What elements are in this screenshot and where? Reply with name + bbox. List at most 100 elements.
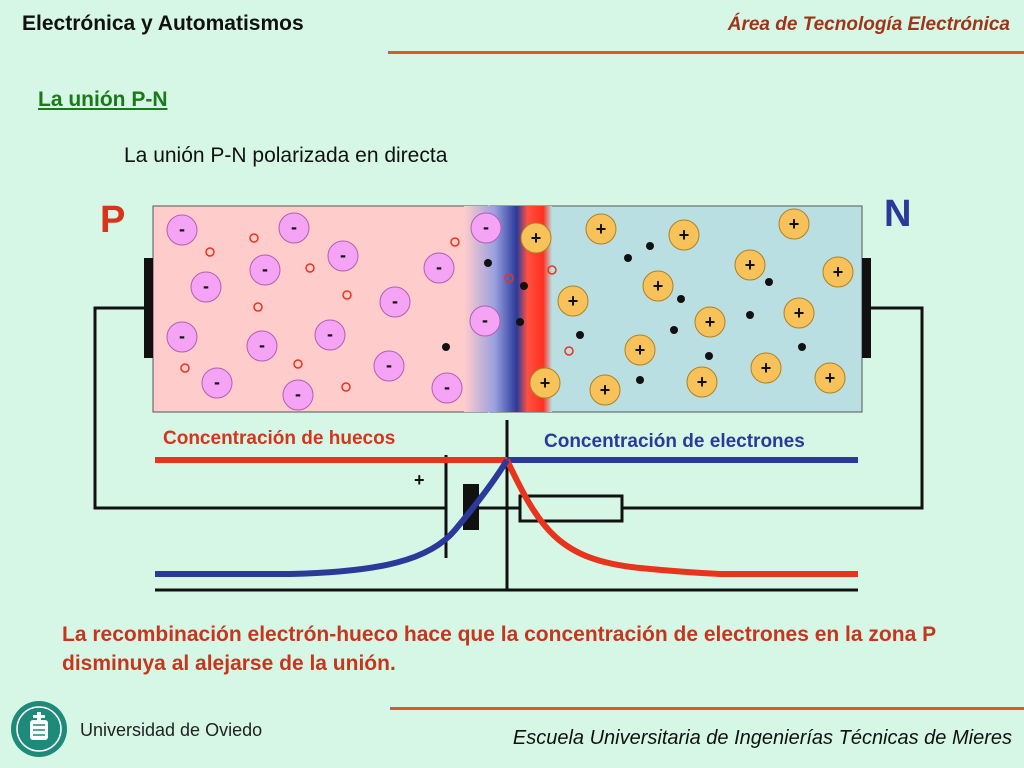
svg-text:+: + — [635, 340, 646, 360]
acceptor-ion: - — [373, 350, 405, 382]
donor-ion: + — [814, 362, 846, 394]
electron — [442, 343, 450, 351]
header-rule — [388, 51, 1024, 54]
hole — [504, 273, 514, 283]
svg-text:-: - — [259, 335, 265, 355]
electron — [765, 278, 773, 286]
acceptor-ion: - — [327, 240, 359, 272]
n-contact — [862, 258, 871, 358]
electron — [677, 295, 685, 303]
donor-ion: + — [585, 213, 617, 245]
svg-text:+: + — [789, 214, 800, 234]
svg-text:+: + — [745, 255, 756, 275]
svg-text:-: - — [179, 219, 185, 239]
resistor-symbol — [518, 494, 624, 523]
electron — [636, 376, 644, 384]
hole — [293, 359, 303, 369]
hole — [180, 363, 190, 373]
conclusion-text: La recombinación electrón-hueco hace que… — [62, 623, 936, 675]
svg-text:+: + — [794, 303, 805, 323]
donor-ion: + — [783, 297, 815, 329]
university-name: Universidad de Oviedo — [80, 720, 263, 740]
svg-text:+: + — [679, 225, 690, 245]
donor-ions: ++++++++++++++++ — [520, 208, 854, 406]
acceptor-ion: - — [431, 372, 463, 404]
svg-text:-: - — [386, 355, 392, 375]
svg-text:-: - — [203, 276, 209, 296]
electron — [576, 331, 584, 339]
donor-ion: + — [529, 367, 561, 399]
donor-ion: + — [694, 306, 726, 338]
acceptor-ion: - — [314, 319, 346, 351]
acceptor-ion: - — [166, 214, 198, 246]
electron — [670, 326, 678, 334]
donor-ion: + — [750, 352, 782, 384]
hole — [205, 247, 215, 257]
donor-ion: + — [520, 222, 552, 254]
svg-text:-: - — [291, 217, 297, 237]
svg-text:-: - — [392, 291, 398, 311]
donor-ion: + — [668, 219, 700, 251]
acceptor-ion: - — [166, 321, 198, 353]
p-label: P — [100, 199, 125, 241]
svg-text:+: + — [531, 228, 542, 248]
svg-text:+: + — [600, 380, 611, 400]
holes-curve-label: Concentración de huecos — [163, 428, 395, 449]
electron — [705, 352, 713, 360]
svg-text:-: - — [340, 245, 346, 265]
electron — [520, 282, 528, 290]
electrons-curve-label: Concentración de electrones — [544, 431, 805, 452]
hole — [564, 346, 574, 356]
svg-text:+: + — [540, 373, 551, 393]
svg-text:-: - — [444, 377, 450, 397]
donor-ion: + — [734, 249, 766, 281]
svg-text:-: - — [214, 372, 220, 392]
svg-text:-: - — [179, 326, 185, 346]
acceptor-ions: ---------------- — [166, 212, 502, 411]
electron — [484, 259, 492, 267]
p-contact — [144, 258, 153, 358]
n-label: N — [884, 193, 911, 235]
donor-ion: + — [642, 270, 674, 302]
acceptor-ion: - — [379, 286, 411, 318]
donor-ion: + — [778, 208, 810, 240]
footer-rule — [390, 707, 1024, 710]
hole — [342, 290, 352, 300]
hole — [305, 263, 315, 273]
donor-ion: + — [557, 285, 589, 317]
acceptor-ion: - — [201, 367, 233, 399]
donor-ion: + — [686, 366, 718, 398]
university-seal-icon — [11, 701, 67, 757]
acceptor-ion: - — [470, 212, 502, 244]
section-title: La unión P-N — [38, 88, 168, 111]
hole-concentration-decay — [504, 458, 858, 577]
acceptor-ion: - — [246, 330, 278, 362]
electron — [516, 318, 524, 326]
donor-ion: + — [589, 374, 621, 406]
svg-text:+: + — [697, 372, 708, 392]
acceptor-ion: - — [249, 254, 281, 286]
svg-text:-: - — [295, 384, 301, 404]
acceptor-ion: - — [469, 305, 501, 337]
electron — [798, 343, 806, 351]
hole — [547, 265, 557, 275]
svg-text:+: + — [653, 276, 664, 296]
svg-text:-: - — [327, 324, 333, 344]
circuit-wires — [93, 306, 924, 510]
acceptor-ion: - — [190, 271, 222, 303]
electron — [746, 311, 754, 319]
hole — [249, 233, 259, 243]
svg-text:+: + — [761, 358, 772, 378]
donor-ion: + — [624, 334, 656, 366]
electron — [646, 242, 654, 250]
hole — [450, 237, 460, 247]
svg-text:+: + — [568, 291, 579, 311]
svg-text:+: + — [596, 219, 607, 239]
hole — [253, 302, 263, 312]
electron — [624, 254, 632, 262]
svg-text:-: - — [482, 310, 488, 330]
course-title: Electrónica y Automatismos — [22, 12, 304, 35]
area-title: Área de Tecnología Electrónica — [727, 14, 1010, 35]
electrons — [442, 242, 806, 384]
acceptor-ion: - — [278, 212, 310, 244]
